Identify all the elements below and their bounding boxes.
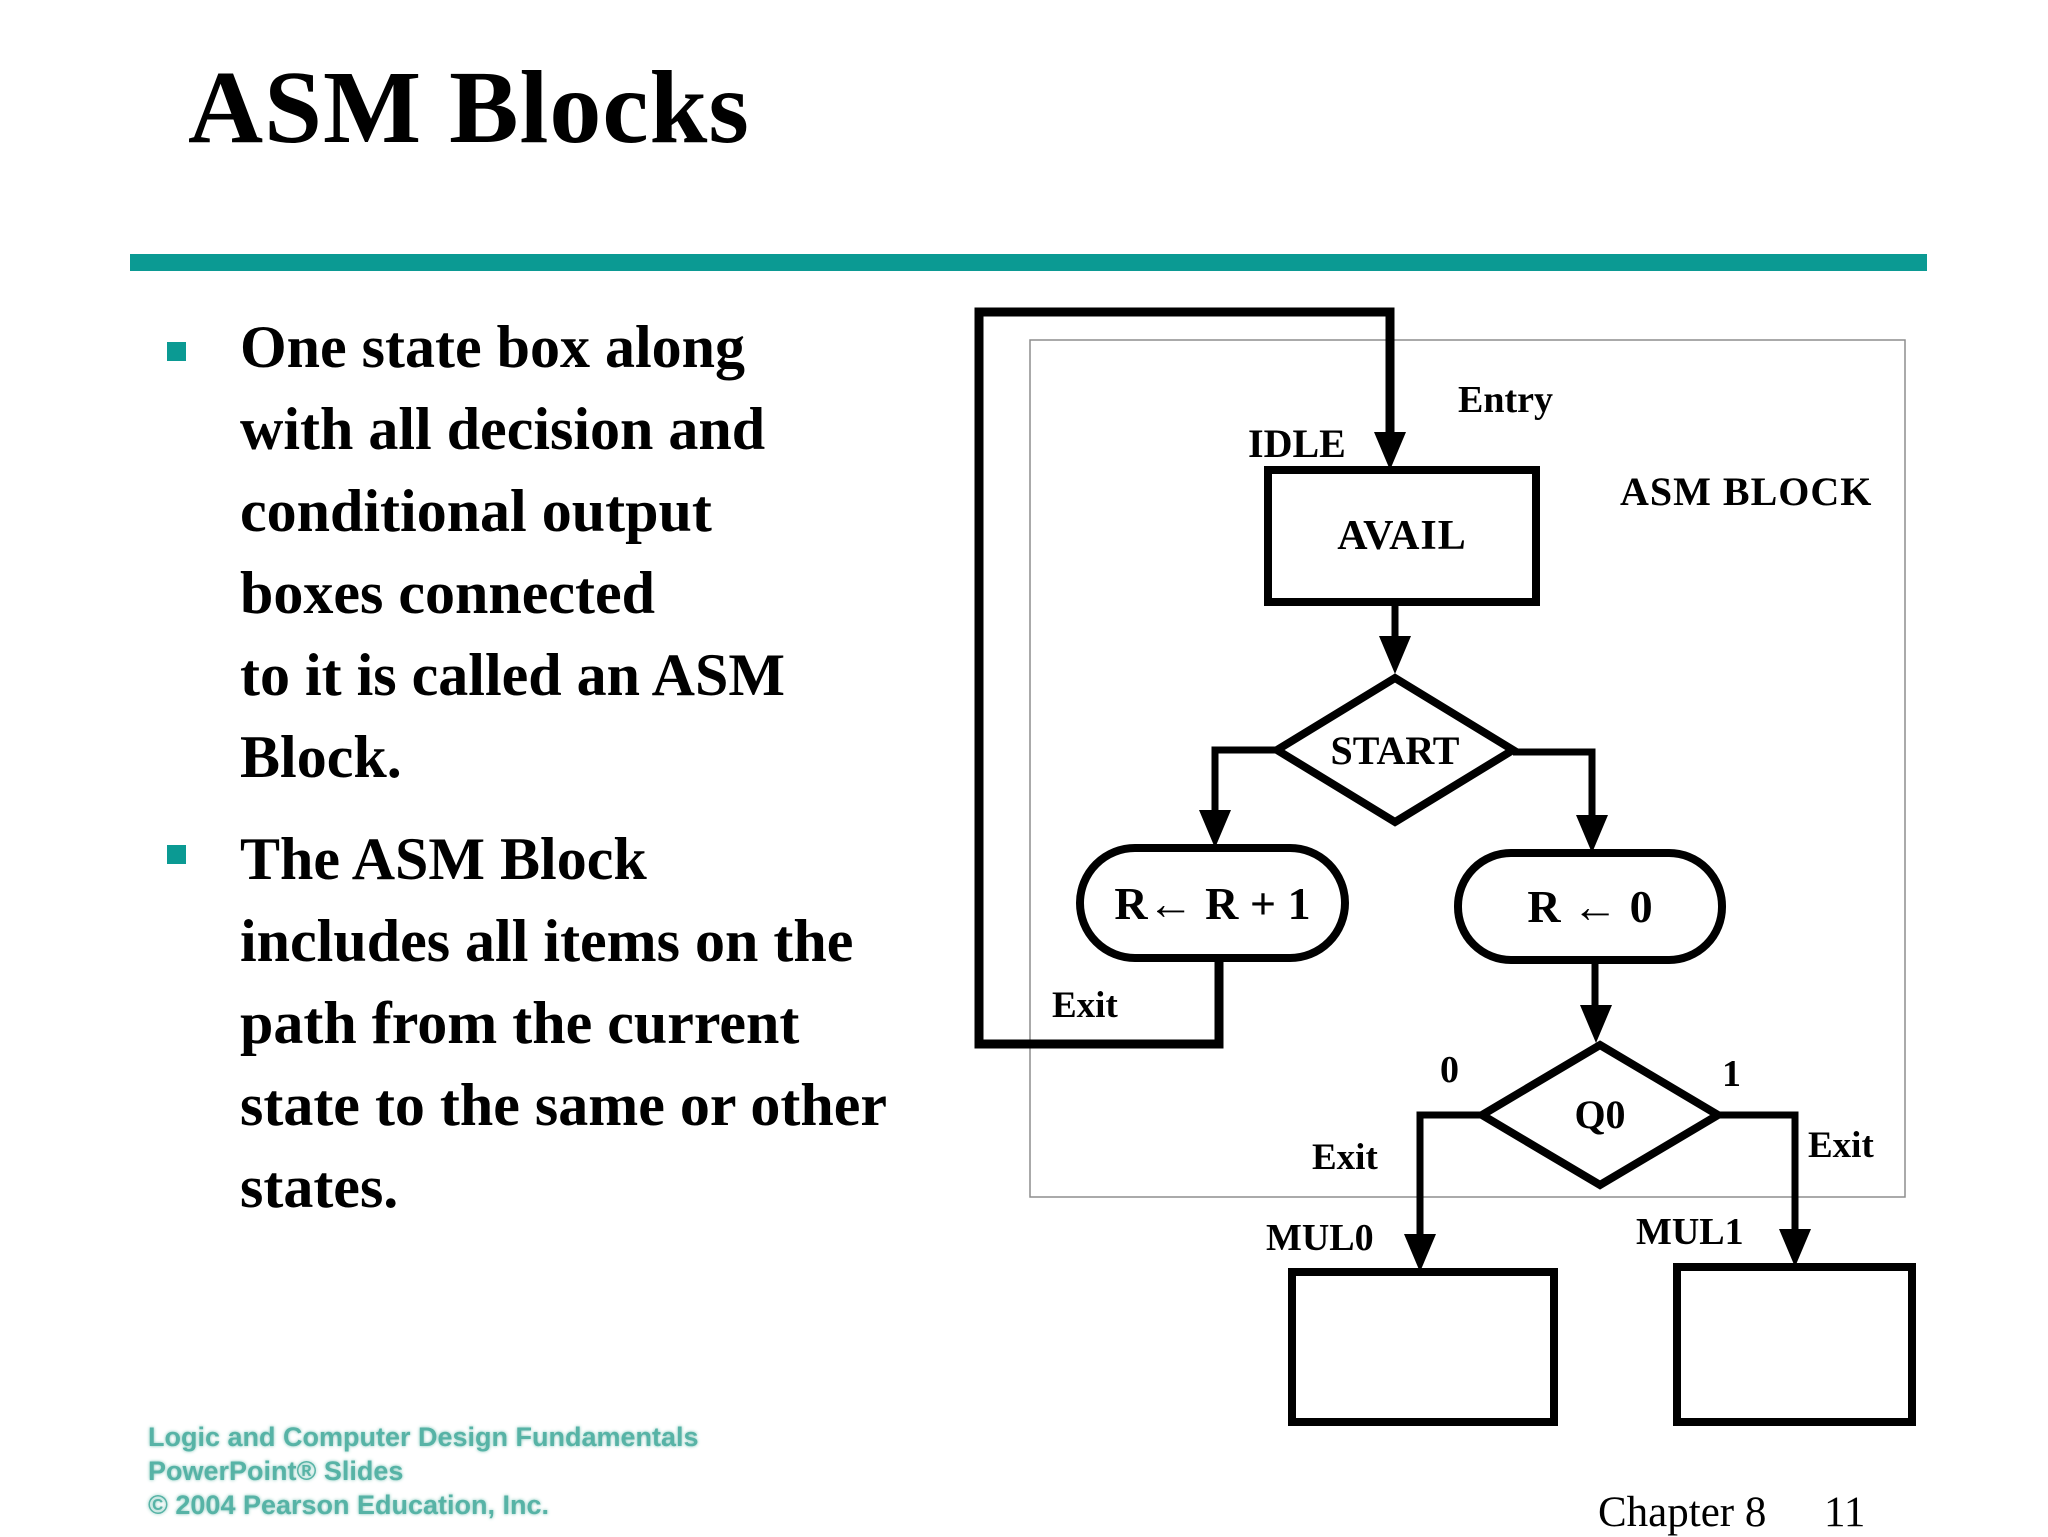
state-box-avail bbox=[1264, 466, 1540, 606]
exit-feedback-path bbox=[974, 307, 1395, 1049]
page-number: 11 bbox=[1824, 1489, 1866, 1536]
entry-label: Entry bbox=[1458, 379, 1553, 421]
next-state-mul1-label: MUL1 bbox=[1636, 1211, 1744, 1253]
exit-label: Exit bbox=[1312, 1137, 1378, 1178]
connector bbox=[1513, 748, 1596, 817]
cond-output-box-r-inc bbox=[1076, 844, 1349, 962]
cond-output-r-zero-label: R ← 0 bbox=[1527, 881, 1653, 932]
next-state-mul0-label: MUL0 bbox=[1266, 1217, 1374, 1259]
decision-diamond-q0 bbox=[1474, 1040, 1726, 1190]
footer-credit: Logic and Computer Design Fundamentals P… bbox=[148, 1420, 699, 1522]
asm-block-label: ASM BLOCK bbox=[1620, 469, 1873, 514]
chapter-label: Chapter 8 bbox=[1598, 1489, 1767, 1536]
footer-credit-line: PowerPoint® Slides bbox=[148, 1456, 404, 1486]
state-name-label: IDLE bbox=[1248, 421, 1346, 466]
branch-zero-label: 0 bbox=[1440, 1049, 1459, 1091]
bullet-marker bbox=[167, 342, 186, 361]
arrowhead-icon bbox=[1379, 636, 1411, 674]
arrowhead-icon bbox=[1404, 1234, 1436, 1272]
bullet-marker bbox=[167, 845, 186, 864]
arrowhead-icon bbox=[1199, 810, 1231, 848]
state-output-label: AVAIL bbox=[1337, 513, 1467, 559]
cond-output-r-inc-label: R← R + 1 bbox=[1114, 877, 1311, 929]
connector bbox=[1211, 746, 1277, 812]
asm-block-border bbox=[1029, 339, 1906, 1198]
footer-credit-line: Logic and Computer Design Fundamentals bbox=[148, 1422, 699, 1452]
exit-label: Exit bbox=[1052, 985, 1118, 1026]
arrowhead-icon bbox=[1580, 1005, 1612, 1043]
state-box-mul0 bbox=[1288, 1268, 1558, 1426]
slide-title: ASM Blocks bbox=[188, 50, 750, 165]
state-box-mul1 bbox=[1673, 1263, 1916, 1426]
bullet-text-2: The ASM Block includes all items on the … bbox=[240, 826, 888, 1220]
connector bbox=[1416, 1111, 1482, 1236]
decision-q0-label: Q0 bbox=[1574, 1091, 1626, 1137]
bullet-text-1: One state box along with all decision an… bbox=[240, 314, 786, 790]
decision-diamond-start bbox=[1269, 673, 1521, 827]
title-divider-bar bbox=[130, 254, 1927, 271]
arrowhead-icon bbox=[1779, 1229, 1811, 1267]
decision-start-label: START bbox=[1330, 727, 1460, 773]
arrowhead-icon bbox=[1576, 815, 1608, 853]
exit-label: Exit bbox=[1808, 1125, 1874, 1166]
connector bbox=[1718, 1111, 1799, 1231]
entry-arrowhead-icon bbox=[1374, 432, 1406, 470]
cond-output-box-r-zero bbox=[1454, 849, 1726, 964]
branch-one-label: 1 bbox=[1722, 1053, 1741, 1095]
footer-credit-line: © 2004 Pearson Education, Inc. bbox=[148, 1490, 550, 1520]
